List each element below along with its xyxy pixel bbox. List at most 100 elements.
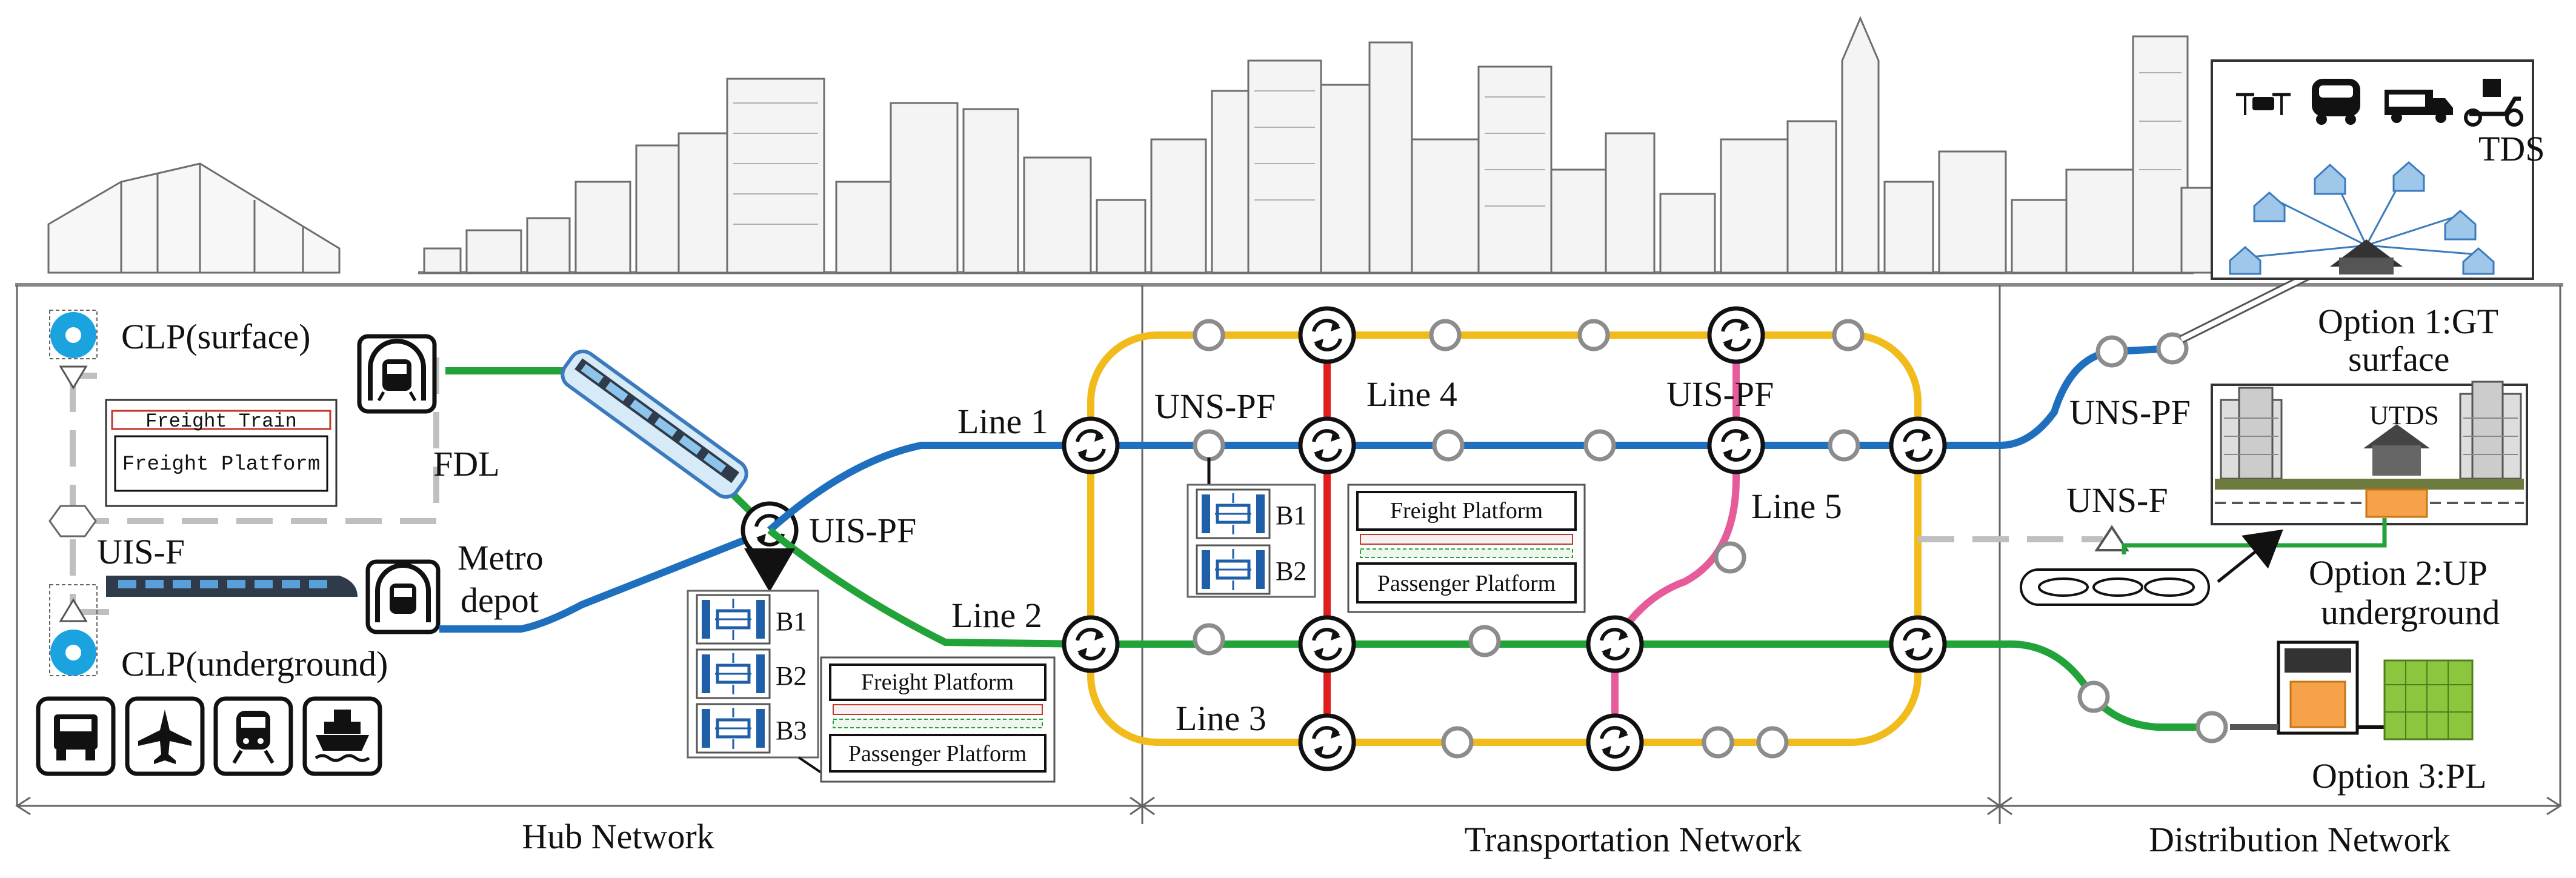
clp-underground-icon [49, 584, 98, 676]
hub-freight-platform-label: Freight Platform [122, 453, 320, 476]
autonomous-vehicle-icon [2312, 79, 2360, 125]
hub-b3-arrow [797, 756, 822, 774]
section-axis [15, 788, 2562, 824]
tds-box [2211, 59, 2534, 280]
metro-depot-label-line1: Metro [458, 538, 544, 577]
parcel-locker-box [2277, 640, 2474, 740]
hub-b3-label: B3 [776, 716, 807, 745]
hub-b1-label: B1 [776, 607, 807, 636]
underground-pipeline-icon [2020, 568, 2210, 606]
tds-label: TDS [2478, 129, 2545, 168]
station-node [1759, 728, 1786, 756]
hub-berth-b3-icon [697, 704, 770, 753]
line3-label: Line 3 [1176, 699, 1266, 738]
hub-berth-stack [687, 590, 819, 759]
transport-b2-label: B2 [1276, 556, 1306, 586]
transport-uis-pf-label: UIS-PF [1666, 374, 1774, 414]
distribution-station-node [2080, 683, 2108, 711]
option3-label: Option 3:PL [2312, 756, 2486, 796]
station-node [1195, 321, 1223, 349]
utds-label: UTDS [2369, 401, 2439, 430]
metro-depot-label-line2: depot [461, 580, 539, 620]
freight-train-platform-box [105, 399, 338, 507]
hub-berth-b1-icon [697, 595, 770, 644]
metro-train-image [561, 349, 748, 499]
line2-label: Line 2 [951, 596, 1042, 635]
option1-label-line2: surface [2348, 339, 2449, 379]
line5-label: Line 5 [1751, 487, 1842, 526]
line4-label: Line 4 [1366, 374, 1457, 414]
house-icon [2229, 161, 2495, 275]
transport-b1-label: B1 [1276, 501, 1306, 530]
station-node [1580, 321, 1608, 349]
truck-icon [36, 696, 116, 776]
transport-freight-platform-label: Freight Platform [1390, 498, 1543, 524]
transport-uns-pf-label: UNS-PF [1154, 387, 1276, 426]
fdl-label: FDL [433, 444, 500, 484]
clp-surface-label: CLP(surface) [121, 317, 310, 356]
freight-train-label: Freight Train [145, 410, 297, 433]
transfer-node-icon [1891, 419, 1945, 472]
station-node [1471, 627, 1499, 655]
transfer-node-icon [1064, 617, 1117, 671]
transfer-node-icon [1588, 716, 1642, 769]
line5-pink [1611, 335, 1740, 742]
station-node [1443, 728, 1471, 756]
station-node [1195, 431, 1223, 459]
transport-platform-box [1347, 484, 1586, 613]
option2-arrow [2217, 529, 2283, 583]
transfer-node-icon [1588, 617, 1642, 671]
line1-label: Line 1 [957, 402, 1048, 441]
option2-label-line1: Option 2:UP [2309, 553, 2488, 593]
transfer-node-icon [1300, 617, 1354, 671]
uns-f-triangle-icon [2094, 525, 2129, 551]
scooter-icon [2464, 79, 2523, 127]
transport-berth-b1-icon [1197, 490, 1270, 538]
distribution-station-node [2098, 338, 2126, 365]
transport-berth-b2-icon [1197, 545, 1270, 594]
line2-hub-to-ring [767, 527, 1091, 648]
metro-depot-tunnel-icon [365, 559, 441, 634]
hub-berth-b2-icon [697, 650, 770, 698]
transport-berth-stack [1186, 484, 1316, 598]
station-node [1434, 431, 1462, 459]
utds-box [2211, 381, 2528, 525]
uns-f-label: UNS-F [2066, 481, 2168, 520]
transport-mode-icons [36, 696, 382, 776]
station-node [1195, 625, 1223, 653]
train-icon [213, 696, 293, 776]
station-node [1716, 544, 1744, 571]
freight-rail-stub-icon [48, 505, 97, 537]
section-label-transportation: Transportation Network [1465, 820, 1802, 859]
transfer-node-icon [1891, 617, 1945, 671]
distribution-station-node [2198, 713, 2226, 741]
transport-passenger-platform-label: Passenger Platform [1377, 571, 1556, 596]
line1-transport-blue [1091, 345, 2173, 449]
hub-platform-box [820, 656, 1056, 783]
clp-underground-label: CLP(underground) [121, 644, 388, 683]
ship-icon [302, 696, 382, 776]
option1-arrow-inner [2180, 267, 2322, 342]
uis-f-label: UIS-F [97, 532, 185, 571]
station-node [1586, 431, 1614, 459]
hub-uis-pf-label: UIS-PF [809, 511, 916, 550]
airplane-icon [125, 696, 205, 776]
transfer-node-icon [1064, 419, 1117, 472]
option1-label-line1: Option 1:GT [2318, 302, 2498, 341]
fdl-tunnel-train-icon [357, 334, 437, 414]
delivery-van-icon [2385, 90, 2453, 123]
transfer-node-icon [1300, 419, 1354, 472]
section-label-distribution: Distribution Network [2149, 820, 2451, 859]
line1-hub-to-ring [767, 442, 1094, 533]
transfer-node-icon [1300, 716, 1354, 769]
station-node [1431, 321, 1459, 349]
drone-icon [2236, 93, 2291, 115]
transfer-node-icon [1709, 308, 1763, 362]
station-node [1834, 321, 1862, 349]
hub-box-passenger-platform: Passenger Platform [848, 741, 1027, 767]
hub-box-freight-platform: Freight Platform [861, 670, 1014, 695]
distribution-center-icon [2330, 239, 2403, 274]
distribution-uns-pf-label: UNS-PF [2069, 393, 2191, 432]
option2-label-line2: underground [2321, 593, 2500, 632]
